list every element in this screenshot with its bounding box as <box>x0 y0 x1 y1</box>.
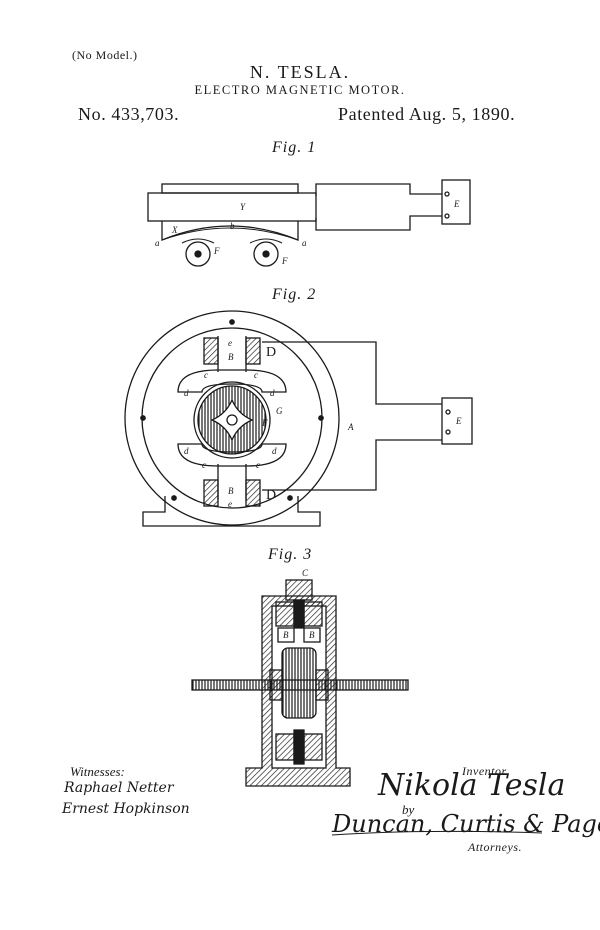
fig2-label-g: G <box>276 406 283 416</box>
fig2-label-e-top: e <box>228 338 232 348</box>
fig3-top-cap <box>285 579 313 601</box>
fig3-label-c: C <box>302 568 309 578</box>
fig2-label-a: A <box>347 422 354 432</box>
fig2-label-d-lower-right: d <box>272 446 277 456</box>
attorneys-label: Attorneys. <box>468 840 522 854</box>
fig1-magnet-top <box>161 183 299 194</box>
fig1-label-y: Y <box>240 202 246 212</box>
figure-2 <box>124 310 473 527</box>
fig2-label-b-bottom: B <box>228 486 234 496</box>
fig2-terminal-box <box>441 397 473 445</box>
fig2-lower-pole <box>177 443 287 467</box>
fig1-label-b: b <box>230 221 235 231</box>
fig1-letters: Y b X a a F F E <box>155 199 460 266</box>
fig2-coil-top-right <box>245 337 261 365</box>
fig3-rotor <box>281 647 317 719</box>
witnesses-label: Witnesses: <box>70 764 125 779</box>
fig2-label-f: F <box>261 418 268 428</box>
fig2-wire-upper <box>262 341 442 405</box>
fig1-field-magnet <box>147 192 317 222</box>
fig2-rotor-star <box>210 398 254 442</box>
fig2-label-c-4: c <box>256 460 260 470</box>
inventor-name: N. TESLA. <box>249 62 351 82</box>
fig2-label: Fig. 2 <box>272 286 317 303</box>
fig3-label-b-right: B <box>309 630 315 640</box>
fig2-label-c-2: c <box>254 370 258 380</box>
fig2-label-e-bottom: e <box>228 499 232 509</box>
fig1-label-f-left: F <box>213 246 220 256</box>
fig3-top-coil-right <box>303 601 323 627</box>
fig2-label-b-top: B <box>228 352 234 362</box>
fig1-right-wheel <box>253 241 279 267</box>
invention-title: ELECTRO MAGNETIC MOTOR. <box>194 83 406 97</box>
fig2-label-d-right: d <box>270 388 275 398</box>
fig1-label: Fig. 1 <box>272 139 317 156</box>
fig3-label-b-left: B <box>283 630 289 640</box>
fig2-rotor-outer <box>193 381 271 459</box>
fig2-label-d-top: D <box>266 345 276 360</box>
fig1-label-f-right: F <box>281 256 288 266</box>
fig1-terminal-box <box>441 179 471 225</box>
fig1-label-a-left: a <box>155 238 160 248</box>
fig2-upper-pole <box>177 369 287 393</box>
fig1-left-wheel <box>185 241 211 267</box>
fig1-armature-arc <box>161 227 299 241</box>
fig2-coil-top-left <box>203 337 219 365</box>
fig2-coil-bottom-left <box>203 479 219 507</box>
figure-1 <box>147 179 471 267</box>
witness-signature-1: Raphael Netter <box>64 780 174 796</box>
fig2-coil-bottom-right <box>245 479 261 507</box>
patent-date: Patented Aug. 5, 1890. <box>338 104 516 124</box>
inventor-label: Inventor <box>462 764 507 778</box>
fig2-outer-frame <box>124 310 340 526</box>
fig2-base <box>142 496 321 527</box>
fig2-label-d-bottom: D <box>266 488 276 503</box>
by-label: by <box>402 802 415 817</box>
attorneys-signature: Duncan, Curtis & Page <box>332 810 600 838</box>
fig2-label-c-1: c <box>204 370 208 380</box>
fig1-wire-lower <box>315 215 442 231</box>
inventor-signature: Nikola Tesla <box>378 768 566 803</box>
fig2-wire-lower <box>262 439 442 491</box>
fig2-label-d-lower-left: d <box>184 446 189 456</box>
no-model-note: (No Model.) <box>72 48 138 62</box>
witness-signature-2: Ernest Hopkinson <box>62 801 190 817</box>
fig1-label-x: X <box>171 225 178 235</box>
fig3-letters: C B B <box>283 568 315 640</box>
fig2-label-d-left: d <box>184 388 189 398</box>
fig2-label-e-terminal: E <box>455 416 462 426</box>
fig1-wire-upper <box>315 183 442 196</box>
patent-number: No. 433,703. <box>78 104 180 124</box>
fig3-label: Fig. 3 <box>268 546 313 563</box>
fig1-label-e: E <box>453 199 460 209</box>
fig1-label-a-right: a <box>302 238 307 248</box>
fig2-letters: e B D c c d d G F A E d d c c B e D <box>184 338 462 509</box>
signature-flourish <box>331 830 543 836</box>
fig3-bottom-coil-right <box>303 733 323 761</box>
fig3-bottom-coil-left <box>275 733 295 761</box>
fig3-top-coil-left <box>275 601 295 627</box>
fig2-label-c-3: c <box>202 460 206 470</box>
figure-3 <box>191 579 409 787</box>
